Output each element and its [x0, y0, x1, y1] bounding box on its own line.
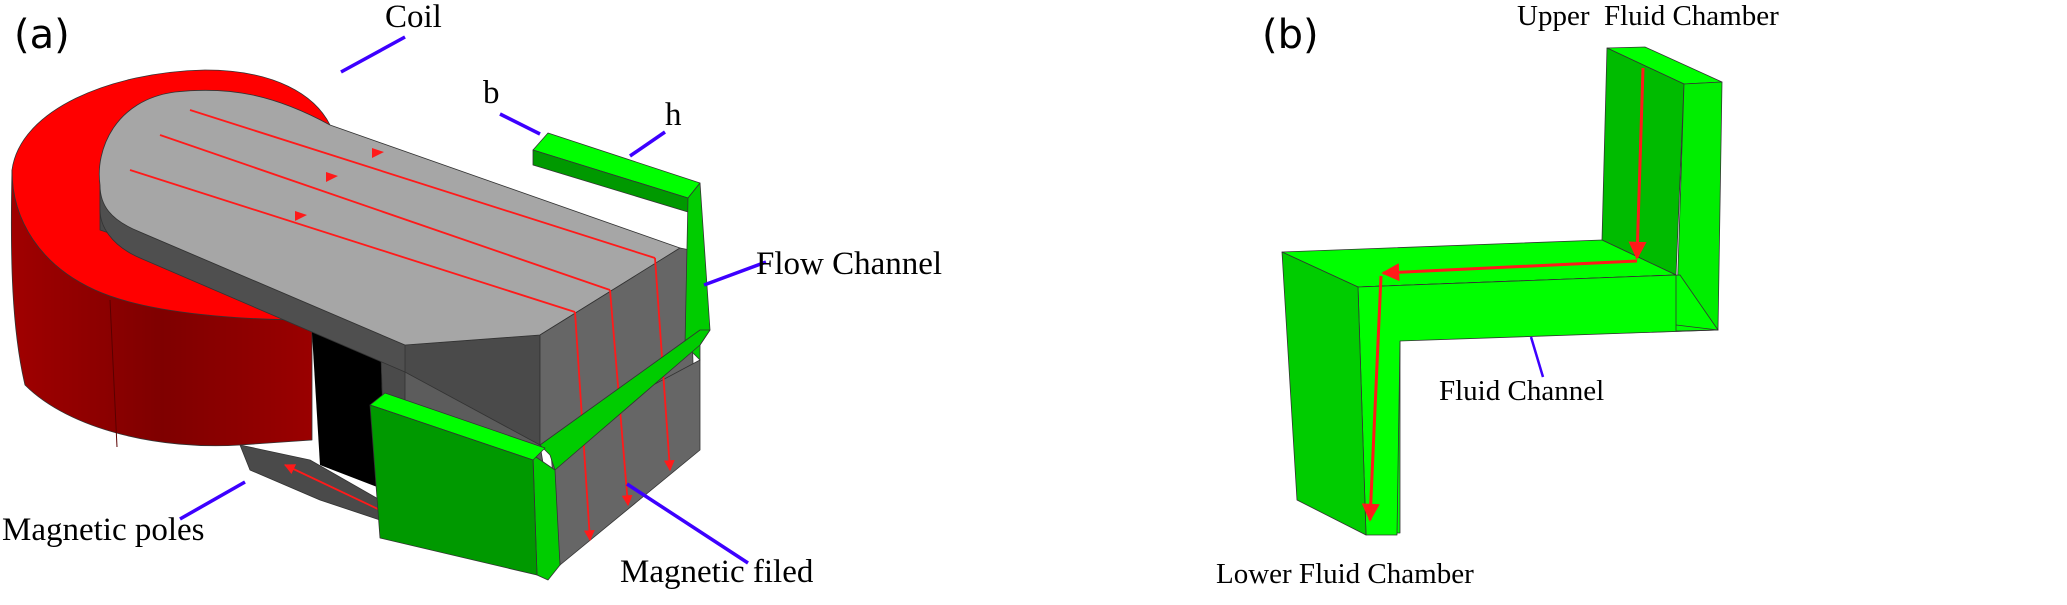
fluid-channel-label: Fluid Channel: [1439, 375, 1604, 407]
coil-label: Coil: [385, 0, 442, 35]
lower-chamber-inner-face: [1281, 251, 1367, 536]
core-top: [98, 89, 681, 346]
field-line: [129, 169, 576, 313]
magnetic-poles-leader: [179, 480, 246, 521]
panel-a: (a): [2, 0, 942, 590]
field-arrow: [326, 172, 338, 182]
fluid-path-body: [1281, 46, 1723, 536]
flow-channel: [369, 132, 711, 581]
flow-channel-label: Flow Channel: [756, 246, 942, 282]
coil-leader: [340, 35, 406, 74]
panel-b: (b) Upper Fluid Chamber Fluid Channel L: [1216, 0, 1779, 590]
upper-chamber-label: Upper Fluid Chamber: [1517, 0, 1779, 32]
field-line: [189, 109, 656, 259]
flow-path: [1361, 67, 1647, 522]
field-arrow: [372, 148, 384, 158]
magnetic-poles-label: Magnetic poles: [2, 512, 205, 548]
flow-arrow-down-lower: [1361, 275, 1383, 522]
field-arrow: [295, 211, 307, 221]
magnetic-field-label: Magnetic filed: [620, 554, 814, 590]
field-line: [159, 134, 611, 291]
channel-plate-front: [369, 404, 538, 576]
coil-seam: [109, 299, 118, 448]
channel-diagonal-strip: [539, 329, 711, 471]
b-label: b: [483, 75, 500, 111]
panel-a-label: (a): [14, 12, 70, 58]
b-leader: [499, 112, 541, 136]
panel-a-leaders: [179, 35, 767, 565]
channel-front-band: [1357, 274, 1719, 536]
h-leader: [629, 130, 666, 158]
flow-arrow-down-upper: [1628, 67, 1647, 260]
field-line-return: [284, 464, 381, 511]
panel-b-label: (b): [1262, 12, 1319, 58]
lower-chamber-label: Lower Fluid Chamber: [1216, 558, 1474, 590]
fluid-channel-leader: [1529, 336, 1545, 378]
flow-arrow-left: [1381, 259, 1638, 282]
flow-channel-leader: [703, 260, 767, 287]
magnetic-field-leader: [626, 482, 749, 565]
h-label: h: [665, 97, 682, 133]
